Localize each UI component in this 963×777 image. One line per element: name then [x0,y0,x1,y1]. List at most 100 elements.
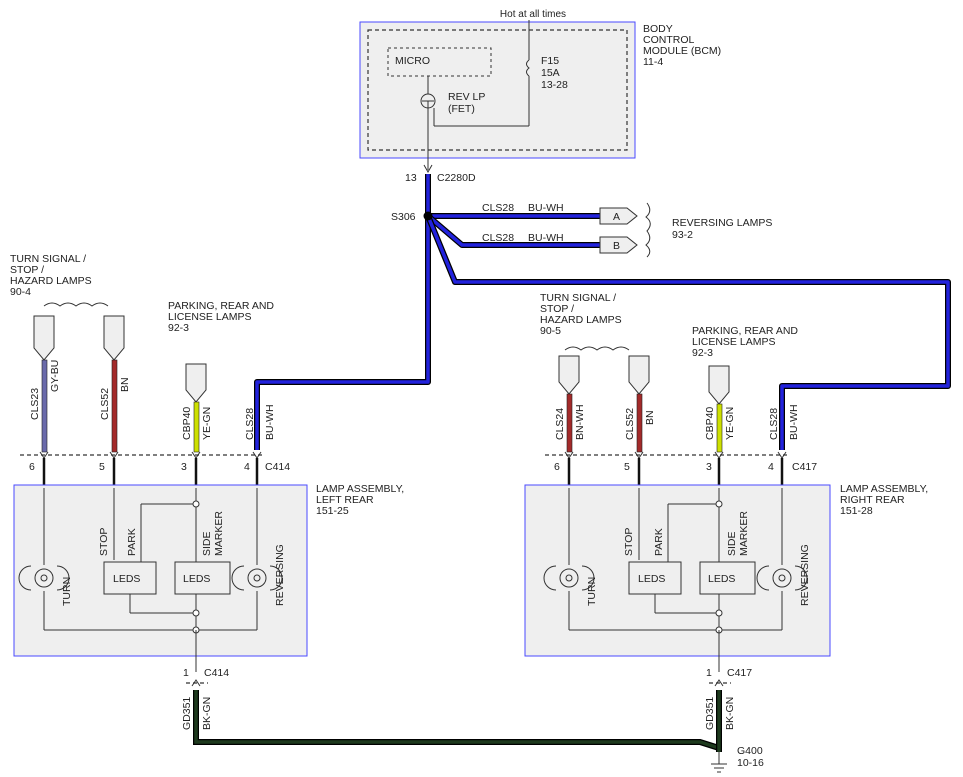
left-assembly-title-line1: LAMP ASSEMBLY, [316,483,404,495]
left-parking-ref-line1: PARKING, REAR AND [168,300,274,312]
left-assembly-title-line3: 151-25 [316,505,349,517]
right-parking-ref-line3: 92-3 [692,347,713,359]
rev-wire2-code: CLS28 [482,232,514,244]
micro-label: MICRO [395,55,430,67]
left-wire-code-3: CBP40 [181,407,193,440]
fuse-label-line1: F15 [541,55,559,67]
right-assembly-title-line3: 151-28 [840,505,873,517]
right-wire-color-6: BN-WH [574,404,586,440]
right-wire-code-6: CLS24 [554,408,566,440]
left-rear-circuit: TURN SIGNAL / STOP / HAZARD LAMPS 90-4 P… [10,253,404,730]
left-wire-color-5: BN [119,377,131,392]
ground-wire: G400 10-16 [193,690,764,773]
right-wire-code-3: CBP40 [704,407,716,440]
left-pin-3: 3 [181,461,187,473]
right-rear-circuit: TURN SIGNAL / STOP / HAZARD LAMPS 90-5 P… [524,292,928,730]
right-assembly-title-line1: LAMP ASSEMBLY, [840,483,928,495]
right-marker-label: MARKER [738,511,750,556]
reversing-lamps-ref: 93-2 [672,229,693,241]
fet-label-line2: (FET) [448,103,475,115]
right-pin-4: 4 [768,461,774,473]
splice-s306 [423,211,433,221]
blue-wire-harness [254,174,951,450]
rev-wire2-color: BU-WH [528,232,564,244]
splice-label: S306 [391,211,416,223]
left-wire-code-5: CLS52 [99,388,111,420]
left-parking-ref-line3: 92-3 [168,322,189,334]
left-turn-label: TURN [61,577,73,606]
left-reversing-bulb-icon [247,568,267,588]
left-leds-label-2: LEDS [183,573,210,585]
blue-wire-outline [254,216,431,450]
bcm-pin-number: 13 [405,172,417,184]
bcm-title-line3: MODULE (BCM) [643,45,721,57]
left-park-label: PARK [126,528,138,556]
ground-name: G400 [737,745,763,757]
left-turn-bulb-icon [34,568,54,588]
right-turn-label: TURN [586,577,598,606]
right-leds-label-1: LEDS [638,573,665,585]
fuse-label-line2: 15A [541,67,560,79]
left-leds-label-1: LEDS [113,573,140,585]
left-stop-label: STOP [98,528,110,556]
rev-end-a: A [613,211,620,223]
right-ground-code: GD351 [704,697,716,730]
left-turn-ref-line2: STOP / [10,264,44,276]
left-parking-ref-line2: LICENSE LAMPS [168,311,251,323]
bcm-title-line1: BODY [643,23,673,35]
left-reversing-label: REVERSING [274,544,286,606]
blue-wire [426,215,950,450]
left-turn-ref-line1: TURN SIGNAL / [10,253,86,265]
right-pin-6: 6 [554,461,560,473]
left-ground-code: GD351 [181,697,193,730]
left-marker-label: MARKER [213,511,225,556]
right-ground-connector: C417 [727,667,752,679]
right-park-label: PARK [653,528,665,556]
blue-wire-outline [425,214,951,450]
reversing-lamps-title: REVERSING LAMPS [672,217,772,229]
right-wire-code-4: CLS28 [768,408,780,440]
right-turn-ref-line1: TURN SIGNAL / [540,292,616,304]
hot-at-all-times-label: Hot at all times [500,9,566,20]
right-parking-ref-line1: PARKING, REAR AND [692,325,798,337]
fuse-label-line3: 13-28 [541,79,568,91]
fet-label-line1: REV LP [448,91,485,103]
right-pin-5: 5 [624,461,630,473]
rev-wire1-color: BU-WH [528,202,564,214]
right-wire-color-5: BN [644,410,656,425]
left-turn-ref-line4: 90-4 [10,286,31,298]
right-turn-ref-line2: STOP / [540,303,574,315]
right-wire-color-3: YE-GN [724,407,736,440]
right-reversing-bulb-icon [772,568,792,588]
left-pin-4: 4 [244,461,250,473]
right-assembly-title-line2: RIGHT REAR [840,494,905,506]
left-connector-label: C414 [265,461,290,473]
left-ground-color: BK-GN [201,697,213,730]
right-pin-3: 3 [706,461,712,473]
right-parking-ref-line2: LICENSE LAMPS [692,336,775,348]
bcm-title-line4: 11-4 [643,56,663,68]
blue-wire [426,214,600,247]
blue-wire [255,216,430,450]
bcm-connector-label: C2280D [437,172,476,184]
reversing-lamps-reference: CLS28 BU-WH CLS28 BU-WH A B REVERSING LA… [482,202,772,258]
ground-ref: 10-16 [737,757,764,769]
left-wire-code-6: CLS23 [29,388,41,420]
left-wire-code-4: CLS28 [244,408,256,440]
right-connector-label: C417 [792,461,817,473]
left-turn-ref-line3: HAZARD LAMPS [10,275,92,287]
right-side-label: SIDE [726,531,738,556]
right-turn-ref-line4: 90-5 [540,325,561,337]
right-turn-ref-line3: HAZARD LAMPS [540,314,622,326]
right-ground-pin: 1 [706,667,712,679]
bcm-module: Hot at all times MICRO REV LP (FET) F15 … [359,9,721,184]
left-wire-color-6: GY-BU [49,360,61,392]
bcm-title-line2: CONTROL [643,34,694,46]
left-wire-color-4: BU-WH [264,404,276,440]
rev-end-b: B [613,240,620,252]
left-wire-color-3: YE-GN [201,407,213,440]
right-leds-label-2: LEDS [708,573,735,585]
left-ground-pin: 1 [183,667,189,679]
right-ground-color: BK-GN [724,697,736,730]
